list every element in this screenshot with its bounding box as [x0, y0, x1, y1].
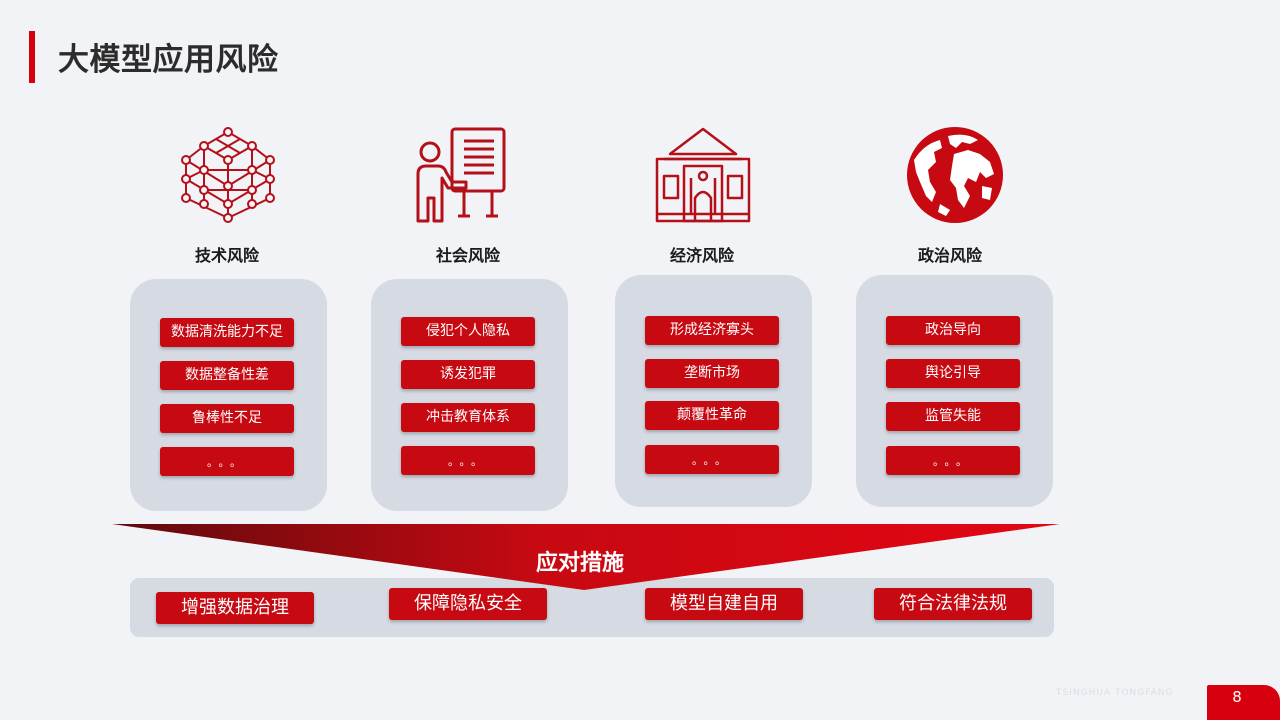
risk-item: 数据清洗能力不足 [160, 318, 294, 347]
category-label-tech: 技术风险 [194, 246, 259, 265]
measures-title: 应对措施 [535, 551, 624, 576]
risk-item-more: 。。。 [401, 446, 535, 475]
risk-item: 侵犯个人隐私 [401, 317, 535, 346]
category-label-social: 社会风险 [435, 246, 500, 265]
risk-item-more: 。。。 [645, 445, 779, 474]
risk-item: 形成经济寡头 [645, 316, 779, 345]
title-accent-bar [29, 31, 35, 83]
page-number: 8 [1232, 688, 1242, 706]
measure-item: 模型自建自用 [645, 588, 803, 620]
risk-item-more: 。。。 [160, 447, 294, 476]
risk-item: 鲁棒性不足 [160, 404, 294, 433]
globe-icon [907, 127, 1003, 223]
category-label-economic: 经济风险 [669, 246, 734, 265]
risk-item-more: 。。。 [886, 446, 1020, 475]
measure-item: 符合法律法规 [874, 588, 1032, 620]
page-number-tab: 8 [1207, 685, 1280, 720]
risk-item: 冲击教育体系 [401, 403, 535, 432]
measures-arrow-wedge [112, 524, 1060, 590]
risk-item: 政治导向 [886, 316, 1020, 345]
footer-brand-text: TSINGHUA TONGFANG [1056, 688, 1174, 698]
measure-item: 保障隐私安全 [389, 588, 547, 620]
risk-panel-political: 政治导向 舆论引导 监管失能 。。。 [856, 275, 1053, 507]
risk-item: 数据整备性差 [160, 361, 294, 390]
measure-item: 增强数据治理 [156, 592, 314, 624]
slide-title: 大模型应用风险 [58, 42, 279, 78]
risk-panel-tech: 数据清洗能力不足 数据整备性差 鲁棒性不足 。。。 [130, 279, 327, 511]
bank-building-icon [655, 127, 751, 223]
presenter-board-icon [416, 127, 506, 223]
risk-item: 颠覆性革命 [645, 401, 779, 430]
risk-item: 诱发犯罪 [401, 360, 535, 389]
risk-panel-economic: 形成经济寡头 垄断市场 颠覆性革命 。。。 [615, 275, 812, 507]
risk-item: 垄断市场 [645, 359, 779, 388]
network-cube-icon [181, 127, 275, 223]
risk-item: 监管失能 [886, 402, 1020, 431]
risk-panel-social: 侵犯个人隐私 诱发犯罪 冲击教育体系 。。。 [371, 279, 568, 511]
risk-item: 舆论引导 [886, 359, 1020, 388]
category-label-political: 政治风险 [917, 246, 982, 265]
